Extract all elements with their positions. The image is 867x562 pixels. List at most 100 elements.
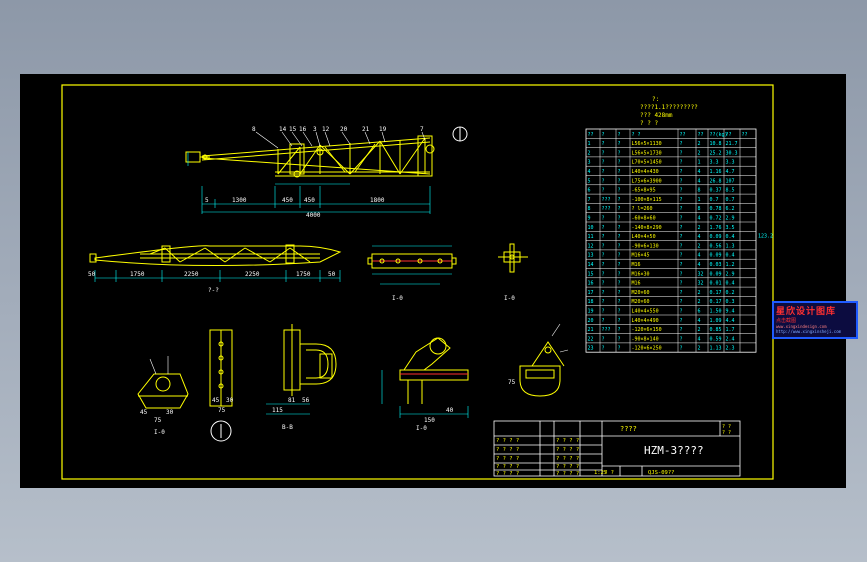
bom-cell: 6 [698, 309, 701, 315]
bom-cell: 2 [588, 150, 591, 156]
callout-7: 7 [420, 126, 424, 133]
bom-cell: 1.50 [710, 309, 722, 315]
bom-cell: -120×6×150 [632, 327, 662, 333]
bom-cell: L56×5×1730 [632, 150, 662, 156]
detail-bracket-small[interactable]: I-0 [498, 243, 528, 302]
bom-cell: ? [680, 216, 683, 222]
bom-cell: 4.4 [726, 318, 735, 324]
bom-cell: M16×30 [632, 271, 650, 277]
dim-1800: 1800 [370, 197, 385, 204]
detail-label-i0: I-0 [392, 295, 403, 302]
bom-cell: 6 [588, 188, 591, 194]
bom-cell: 0.03 [710, 262, 722, 268]
detail-angle-bracket[interactable]: 150 40 I-0 [381, 337, 469, 432]
truss-plan-view[interactable]: 50 1750 2250 2250 1750 50 ?-? [88, 244, 342, 294]
bom-cell: 2.9 [726, 271, 735, 277]
bom-cell: -90×8×140 [632, 336, 659, 342]
lug-dim-30: 30 [166, 409, 174, 416]
callout-12: 12 [322, 126, 330, 133]
bom-total-weight: 123.2 [758, 233, 773, 239]
bom-cell: ? [618, 188, 621, 194]
bom-cell: ? [618, 206, 621, 212]
callout-15: 15 [289, 126, 297, 133]
bom-cell: ? [680, 169, 683, 175]
drawing-number: QJS-09?? [648, 470, 675, 476]
tb-left-1: ? ? ? ? [496, 438, 519, 444]
bom-cell: L40×4×50 [632, 234, 656, 240]
truss-elevation-view[interactable]: 8 14 15 16 3 12 20 21 19 7 5 1300 [185, 126, 468, 219]
clamp-dim-56: 56 [302, 397, 310, 404]
bom-cell: 0.85 [710, 327, 722, 333]
bom-cell: ? [680, 346, 683, 352]
tb-mid-1: ? ? ? ? [556, 438, 579, 444]
bom-cell: ? [602, 290, 605, 296]
dim-4000: 4000 [306, 212, 321, 219]
bom-cell: 4.7 [726, 169, 735, 175]
bom-header-cell: ? [602, 132, 605, 138]
bom-cell: M16 [632, 281, 641, 287]
bom-cell: ? [602, 253, 605, 259]
cad-drawing-canvas[interactable]: 8 14 15 16 3 12 20 21 19 7 5 1300 [20, 74, 846, 488]
notes-title: ?: [652, 96, 659, 103]
title-block[interactable]: ? ? ? ? ? ? ? ? ? ? ? ? ? ? ? ? ? ? ? ? … [493, 420, 741, 477]
bom-cell: 0.09 [710, 234, 722, 240]
notes-line-1: ????1.1????????? [640, 104, 698, 111]
bom-cell: ? [602, 309, 605, 315]
bom-cell: 3.5 [726, 225, 735, 231]
bom-cell: 19 [588, 309, 594, 315]
sheet-b: ? ? [722, 430, 731, 436]
tb-mid-2: ? ? ? ? [556, 447, 579, 453]
bom-cell: 2.9 [726, 216, 735, 222]
detail-column-view[interactable]: 45 30 75 [209, 329, 234, 442]
bom-cell: 14 [588, 262, 594, 268]
bom-cell: 17 [588, 290, 594, 296]
drawing-title: HZM-3???? [644, 444, 704, 457]
bom-cell: 0.09 [710, 253, 722, 259]
bom-cell: 1.2 [726, 262, 735, 268]
bom-cell: 2 [698, 290, 701, 296]
bom-cell: 8 [698, 206, 701, 212]
bom-cell: ? [680, 243, 683, 249]
bom-cell: -140×8×290 [632, 225, 662, 231]
plan-dim-1750b: 1750 [296, 271, 311, 278]
bom-cell: ? [680, 141, 683, 147]
inner-border-frame [61, 84, 774, 480]
bom-cell: 0.09 [710, 271, 722, 277]
bom-cell: ? [618, 336, 621, 342]
detail-label-lug: I-0 [154, 429, 165, 436]
bom-cell: 2.3 [726, 346, 735, 352]
bom-cell: 4 [698, 253, 701, 259]
bom-cell: -100×8×115 [632, 197, 662, 203]
callout-3: 3 [313, 126, 317, 133]
detail-clamp-bb[interactable]: 115 81 56 B-B [266, 324, 337, 431]
bom-cell: ? [618, 225, 621, 231]
bom-cell: 1.76 [710, 225, 722, 231]
hanger-dim-75: 75 [508, 379, 516, 386]
bom-cell: ? [618, 262, 621, 268]
detail-label-angle: I-0 [416, 425, 427, 432]
bom-cell: 9.4 [726, 309, 735, 315]
tb-left-4: ? ? ? ? [496, 464, 519, 470]
detail-plate-view[interactable]: I-0 [367, 245, 457, 302]
bom-cell: 1 [588, 141, 591, 147]
detail-hanger-view[interactable]: 75 [508, 323, 569, 397]
bom-header-cell: ?? [742, 132, 748, 138]
bom-header-cell: ??(kg) [710, 132, 728, 138]
bom-cell: ? [618, 299, 621, 305]
callout-20: 20 [340, 126, 348, 133]
bom-cell: ? [680, 309, 683, 315]
bom-cell: 11 [588, 234, 594, 240]
bom-cell: 4 [698, 234, 701, 240]
bom-header-cell: ?? [588, 132, 594, 138]
bom-header-cell: ?? [680, 132, 686, 138]
bom-cell: 2 [698, 141, 701, 147]
callout-8: 8 [252, 126, 256, 133]
bom-cell: 10 [588, 225, 594, 231]
drawing-sheet: 8 14 15 16 3 12 20 21 19 7 5 1300 [20, 74, 858, 488]
bom-cell: 9 [588, 216, 591, 222]
bom-header-cell: ? ? [632, 132, 641, 138]
bom-cell: 0.7 [726, 197, 735, 203]
detail-lug-view[interactable]: 45 30 75 I-0 [137, 356, 189, 436]
angle-dim-150: 150 [424, 417, 435, 424]
